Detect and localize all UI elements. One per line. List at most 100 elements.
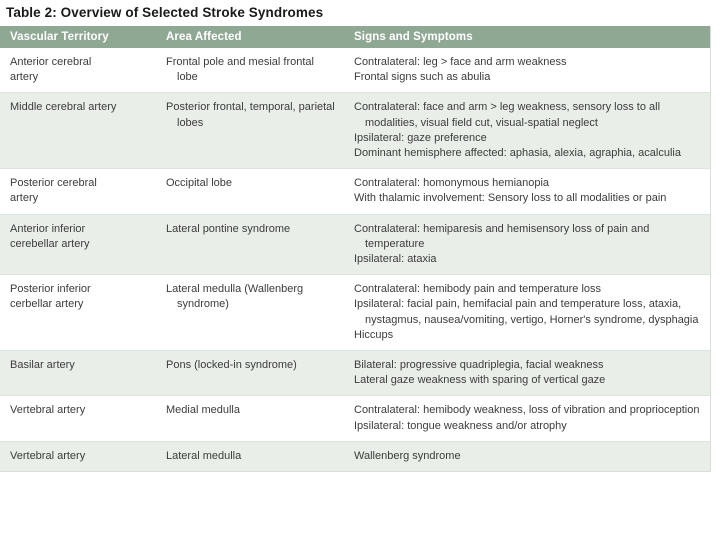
cell-area-affected: Lateral medulla [156,440,344,472]
cell-content: Middle cerebral artery [10,100,148,115]
cell-line: Contralateral: hemiparesis and hemisenso… [354,222,650,250]
cell-line: Dominant hemisphere affected: aphasia, a… [354,147,681,160]
cell-area-affected: Lateral pontine syndrome [156,213,344,275]
cell-line: Contralateral: hemibody weakness, loss o… [354,404,700,417]
cell-line: artery [10,192,39,205]
table-caption: Table 2: Overview of Selected Stroke Syn… [6,5,324,20]
cell-signs-and-symptoms: Contralateral: hemiparesis and hemisenso… [344,213,710,275]
cell-line: Contralateral: hemibody pain and tempera… [354,283,602,296]
table-row: Posterior cerebral artery Occipital lobe Co… [0,168,710,215]
cell-content: Lateral medulla [166,449,336,464]
cell-area-affected: Medial medulla [156,395,344,442]
table-body: Anterior cerebral artery Frontal pole and … [0,48,710,472]
cell-content: Posterior frontal, temporal, parietal lo… [166,100,336,130]
cell-content: Posterior cerebral artery [10,176,148,206]
cell-line: cerebellar artery [10,237,90,250]
cell-line: Posterior cerebral [10,177,97,190]
cell-content: Anterior cerebral artery [10,55,148,85]
cell-content: Medial medulla [166,403,336,418]
cell-line: Lateral medulla [166,449,242,462]
cell-content: Pons (locked-in syndrome) [166,358,336,373]
cell-area-affected: Frontal pole and mesial frontal lobe [156,48,344,93]
cell-content: Frontal pole and mesial frontal lobe [166,55,336,85]
cell-line: Contralateral: homonymous hemianopia [354,177,550,190]
cell-vascular-territory: Vertebral artery [0,395,156,442]
cell-content: Contralateral: hemiparesis and hemisenso… [354,222,702,268]
cell-line: Vertebral artery [10,404,86,417]
cell-signs-and-symptoms: Wallenberg syndrome [344,440,710,472]
cell-vascular-territory: Posterior cerebral artery [0,168,156,215]
cell-content: Posterior inferior cerbellar artery [10,282,148,312]
cell-line: Contralateral: leg > face and arm weakne… [354,56,567,68]
table-row: Middle cerebral artery Posterior frontal,… [0,92,710,169]
cell-content: Anterior inferior cerebellar artery [10,222,148,252]
cell-signs-and-symptoms: Contralateral: hemibody weakness, loss o… [344,395,710,442]
cell-vascular-territory: Vertebral artery [0,440,156,472]
cell-line: Ipsilateral: facial pain, hemifacial pai… [354,298,699,326]
cell-signs-and-symptoms: Contralateral: face and arm > leg weakne… [344,92,710,169]
cell-content: Wallenberg syndrome [354,449,702,464]
column-header-signs-and-symptoms: Signs and Symptoms [344,26,710,48]
cell-content: Contralateral: face and arm > leg weakne… [354,100,702,161]
cell-line: Occipital lobe [166,177,233,190]
cell-line: Hiccups [354,328,394,341]
table-header-row: Vascular Territory Area Affected Signs a… [0,26,710,48]
cell-line: Lateral medulla (Wallenberg syndrome) [166,283,304,311]
cell-line: Pons (locked-in syndrome) [166,359,297,372]
cell-line: Lateral pontine syndrome [166,222,291,235]
cell-line: Lateral gaze weakness with sparing of ve… [354,374,606,387]
table-row: Basilar artery Pons (locked-in syndrome) B… [0,350,710,396]
cell-line: Ipsilateral: tongue weakness and/or atro… [354,419,567,432]
cell-line: Ipsilateral: ataxia [354,253,437,266]
cell-vascular-territory: Posterior inferior cerbellar artery [0,274,156,351]
cell-line: Anterior inferior [10,222,86,235]
cell-content: Contralateral: hemibody pain and tempera… [354,282,702,343]
table-row: Vertebral artery Medial medulla Contralate… [0,395,710,442]
cell-line: Posterior frontal, temporal, parietal lo… [166,101,335,129]
cell-content: Lateral pontine syndrome [166,222,336,237]
cell-line: With thalamic involvement: Sensory loss … [354,192,667,205]
cell-content: Vertebral artery [10,449,148,464]
stroke-syndromes-table: Vascular Territory Area Affected Signs a… [0,26,711,473]
cell-area-affected: Pons (locked-in syndrome) [156,350,344,396]
cell-line: Ipsilateral: gaze preference [354,131,487,144]
cell-line: Basilar artery [10,359,75,372]
cell-vascular-territory: Anterior cerebral artery [0,48,156,93]
cell-line: Bilateral: progressive quadriplegia, fac… [354,359,604,372]
cell-line: Frontal signs such as abulia [354,71,491,84]
cell-line: Vertebral artery [10,449,86,462]
cell-area-affected: Posterior frontal, temporal, parietal lo… [156,92,344,169]
cell-content: Lateral medulla (Wallenberg syndrome) [166,282,336,312]
cell-content: Contralateral: leg > face and arm weakne… [354,55,702,85]
table-header: Vascular Territory Area Affected Signs a… [0,26,710,48]
cell-signs-and-symptoms: Contralateral: leg > face and arm weakne… [344,48,710,93]
cell-line: Contralateral: face and arm > leg weakne… [354,101,661,129]
cell-vascular-territory: Basilar artery [0,350,156,396]
cell-line: Posterior inferior [10,283,91,296]
cell-line: Middle cerebral artery [10,101,117,114]
cell-vascular-territory: Anterior inferior cerebellar artery [0,213,156,275]
cell-content: Basilar artery [10,358,148,373]
cell-line: Wallenberg syndrome [354,449,461,462]
cell-area-affected: Lateral medulla (Wallenberg syndrome) [156,274,344,351]
cell-line: Medial medulla [166,404,240,417]
cell-vascular-territory: Middle cerebral artery [0,92,156,169]
table-row: Anterior inferior cerebellar artery Latera… [0,213,710,275]
cell-line: artery [10,71,39,84]
table-row: Posterior inferior cerbellar artery Latera… [0,274,710,351]
column-header-area-affected: Area Affected [156,26,344,48]
table-row: Anterior cerebral artery Frontal pole and … [0,48,710,93]
cell-line: Frontal pole and mesial frontal lobe [166,56,314,84]
cell-content: Contralateral: hemibody weakness, loss o… [354,403,702,433]
cell-area-affected: Occipital lobe [156,168,344,215]
cell-line: cerbellar artery [10,298,84,311]
cell-line: Anterior cerebral [10,56,92,68]
cell-content: Occipital lobe [166,176,336,191]
cell-content: Vertebral artery [10,403,148,418]
column-header-vascular-territory: Vascular Territory [0,26,156,48]
cell-signs-and-symptoms: Contralateral: hemibody pain and tempera… [344,274,710,351]
cell-content: Bilateral: progressive quadriplegia, fac… [354,358,702,388]
